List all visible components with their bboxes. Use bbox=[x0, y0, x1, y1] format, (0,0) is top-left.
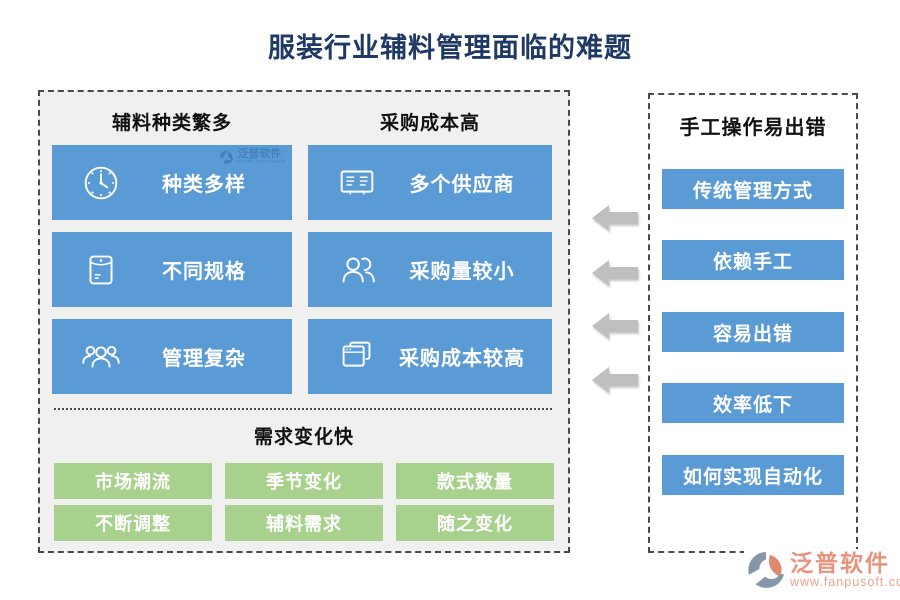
clock-icon bbox=[78, 160, 124, 206]
manual-tag: 依赖手工 bbox=[662, 240, 844, 280]
manual-operation-panel: 手工操作易出错 传统管理方式 依赖手工 容易出错 效率低下 如何实现自动化 bbox=[648, 93, 858, 553]
card-cost-1: 多个供应商 bbox=[308, 145, 552, 220]
card-cost-2: 采购量较小 bbox=[308, 232, 552, 307]
fanpu-logo: 泛普软件 www.fanpusoft.com bbox=[744, 549, 900, 593]
section-header-cost: 采购成本高 bbox=[379, 113, 480, 134]
left-arrow-icon bbox=[592, 205, 638, 231]
section-separator bbox=[54, 408, 552, 410]
brand-name: 泛普软件 bbox=[790, 551, 890, 576]
manual-tag: 效率低下 bbox=[662, 383, 844, 423]
card-cost-3: 采购成本较高 bbox=[308, 319, 552, 394]
manual-tag: 传统管理方式 bbox=[662, 169, 844, 209]
demand-grid: 市场潮流 季节变化 款式数量 不断调整 辅料需求 随之变化 bbox=[54, 463, 554, 541]
watermark-logo: 泛普软件 FANPU SOFTWARE bbox=[220, 149, 286, 165]
demand-tag: 季节变化 bbox=[225, 463, 383, 499]
watermark-subtext: FANPU SOFTWARE bbox=[237, 159, 286, 164]
brand-website: www.fanpusoft.com bbox=[790, 575, 900, 590]
watermark-text: 泛普软件 bbox=[237, 148, 282, 160]
demand-tag: 款式数量 bbox=[396, 463, 554, 499]
card-label: 多个供应商 bbox=[409, 174, 515, 196]
card-label: 不同规格 bbox=[162, 261, 246, 283]
left-arrow-icon bbox=[592, 367, 638, 393]
problems-panel: 辅料种类繁多 采购成本高 种类多样 bbox=[38, 90, 570, 553]
demand-tag: 随之变化 bbox=[396, 505, 554, 541]
card-variety-2: 不同规格 bbox=[52, 232, 292, 307]
demand-tag: 市场潮流 bbox=[54, 463, 212, 499]
windows-stack-icon bbox=[334, 334, 380, 380]
two-people-icon bbox=[334, 247, 380, 293]
card-variety-1: 种类多样 泛普软件 FANPU SOFTWARE bbox=[52, 145, 292, 220]
card-label: 采购量较小 bbox=[409, 261, 515, 283]
section-header-variety: 辅料种类繁多 bbox=[111, 113, 232, 134]
card-variety-3: 管理复杂 bbox=[52, 319, 292, 394]
manual-tag: 如何实现自动化 bbox=[662, 455, 844, 495]
section-header-demand: 需求变化快 bbox=[253, 427, 354, 448]
fanpu-mark-icon bbox=[748, 551, 785, 588]
left-arrow-icon bbox=[592, 260, 638, 286]
left-arrow-icon bbox=[592, 313, 638, 339]
pouch-icon bbox=[78, 247, 124, 293]
card-label: 采购成本较高 bbox=[399, 348, 525, 370]
demand-tag: 不断调整 bbox=[54, 505, 212, 541]
card-label: 种类多样 bbox=[162, 174, 246, 196]
page-title: 服装行业辅料管理面临的难题 bbox=[268, 33, 632, 63]
supplier-list-icon bbox=[334, 160, 380, 206]
section-header-manual: 手工操作易出错 bbox=[679, 117, 827, 139]
fanpu-mark-icon bbox=[220, 150, 234, 164]
manual-tag: 容易出错 bbox=[662, 312, 844, 352]
card-label: 管理复杂 bbox=[162, 348, 246, 370]
demand-tag: 辅料需求 bbox=[225, 505, 383, 541]
people-group-icon bbox=[78, 334, 124, 380]
